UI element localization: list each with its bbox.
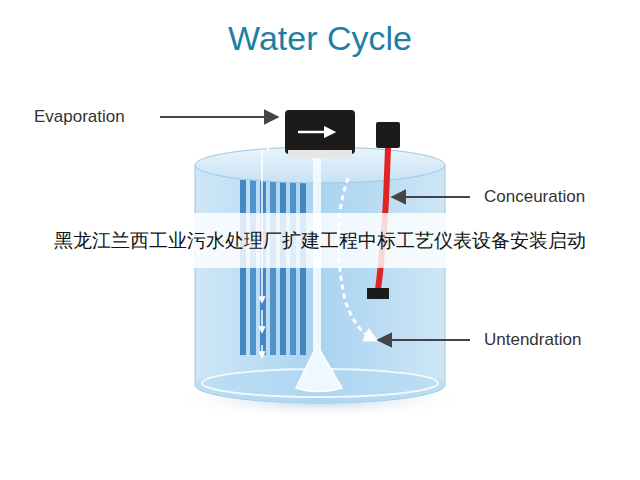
watermark-text: 黑龙江兰西工业污水处理厂扩建工程中标工艺仪表设备安装启动 (54, 228, 586, 254)
untendration-leader (378, 339, 470, 341)
part-label: Untendration (484, 330, 581, 350)
conceuration-leader (392, 196, 470, 198)
diagram-title: Water Cycle (228, 19, 412, 58)
condenser-foot (367, 288, 389, 299)
inlet-pipe (268, 130, 282, 150)
evaporator-arrow (298, 131, 330, 134)
evaporation-leader (160, 116, 278, 118)
up-flow (261, 310, 263, 330)
down-flow-2 (261, 345, 263, 355)
nozzle-cone (296, 345, 342, 392)
watermark-band (0, 213, 640, 268)
part-label: Conceuration (484, 187, 585, 207)
evaporator-base (288, 150, 352, 158)
evaporator-unit (285, 110, 355, 154)
condenser-cap (376, 122, 400, 148)
part-label: Evaporation (34, 107, 125, 127)
